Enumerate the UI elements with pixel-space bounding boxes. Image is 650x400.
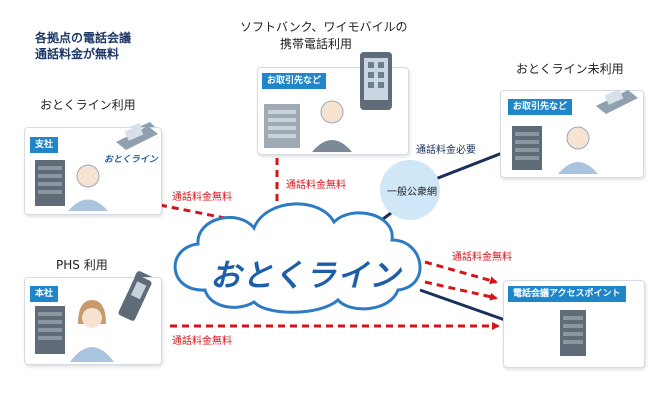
phs-handset-front-icon	[118, 275, 152, 321]
fee-required-label: 通話料金必要	[416, 145, 476, 156]
client-building-front-icon	[264, 104, 300, 148]
free-label-branch: 通話料金無料	[172, 192, 232, 203]
dash-cloud-to-ap-2	[424, 280, 498, 301]
label-phs-use: PHS 利用	[56, 258, 108, 272]
smartphone-front-icon	[360, 52, 392, 110]
free-label-phs: 通話料金無料	[172, 336, 232, 347]
dash-cloud-to-ap-1	[424, 260, 498, 285]
access-point-building-front-icon	[560, 310, 586, 356]
right-phone-front-icon	[596, 89, 638, 114]
right-building-front-icon	[512, 126, 542, 170]
otoku-small-logo: おとくライン	[104, 155, 158, 165]
header-line-2: 通話料金が無料	[35, 47, 120, 61]
tag-client-mobile: お取引先など	[262, 73, 327, 89]
head-office-person-front-icon	[70, 300, 114, 362]
label-otoku-unused: おとくライン未利用	[516, 62, 624, 76]
tag-access-point: 電話会議アクセスポイント	[508, 286, 626, 302]
branch-building-icon-front	[35, 160, 65, 206]
head-office-building-front-icon	[35, 306, 65, 354]
branch-phone-front-icon	[116, 125, 158, 150]
label-otoku-use: おとくライン利用	[40, 98, 136, 112]
header-line-1: 各拠点の電話会議	[35, 31, 132, 45]
branch-person-front-icon	[68, 164, 108, 211]
line-cloud-to-ap-solid	[419, 288, 506, 322]
client-person-front-icon	[312, 100, 352, 152]
label-softbank-2: 携帯電話利用	[280, 37, 353, 51]
public-network-label: 一般公衆網	[387, 187, 437, 198]
label-softbank-1: ソフトバンク、ワイモバイルの	[240, 20, 408, 34]
free-label-ap: 通話料金無料	[452, 252, 512, 263]
public-network-circle	[380, 160, 440, 220]
tag-head-office: 本社	[30, 286, 59, 302]
right-person-front-icon	[558, 126, 598, 174]
tag-client-right: お取引先など	[508, 99, 573, 115]
tag-branch: 支社	[30, 137, 59, 153]
otoku-cloud-logo: おとくライン	[210, 258, 402, 294]
free-label-mobile: 通話料金無料	[286, 180, 346, 191]
otoku-cloud	[173, 202, 422, 314]
